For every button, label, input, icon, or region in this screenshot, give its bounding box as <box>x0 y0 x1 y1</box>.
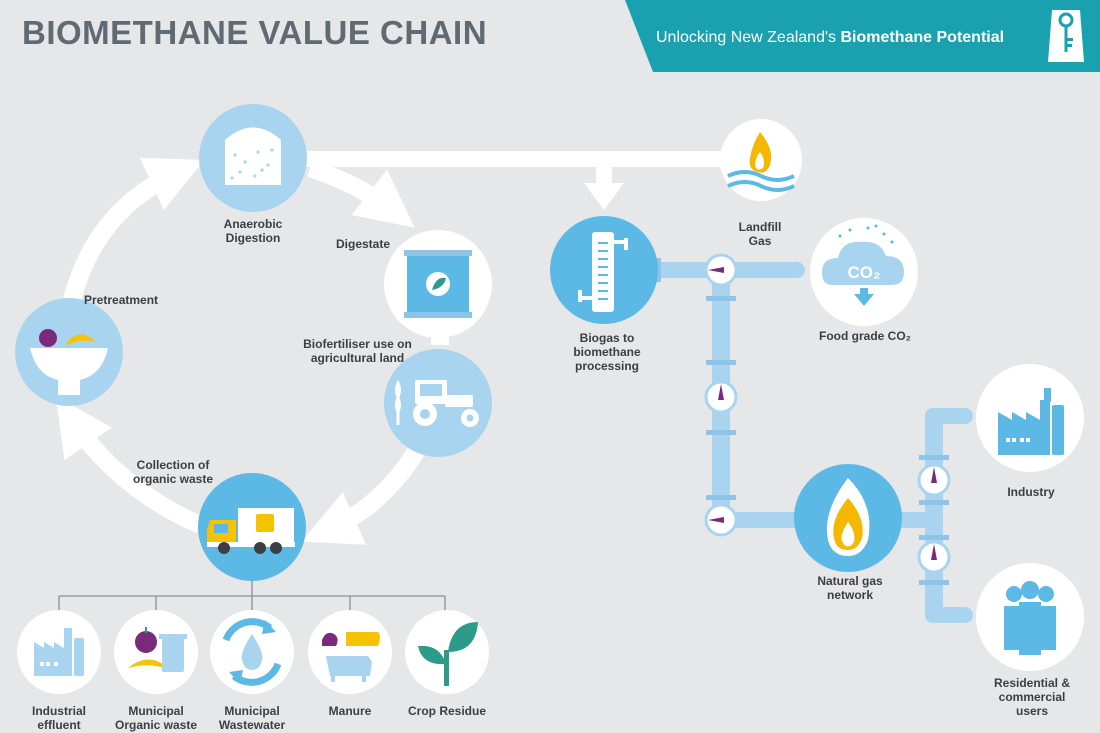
industry-node <box>976 364 1084 472</box>
natural-gas-node <box>794 464 902 572</box>
source-bracket <box>58 580 446 612</box>
anaerobic-digestion-node <box>199 104 307 212</box>
factory-icon <box>34 628 84 676</box>
digester-tank-icon <box>225 127 281 185</box>
biofertiliser-label: Biofertiliser use on agricultural land <box>303 337 412 365</box>
cycle-arrows <box>55 157 449 545</box>
biofertiliser-node <box>384 349 492 457</box>
arrow-to-digestion <box>63 157 205 303</box>
pretreatment-node <box>15 298 123 406</box>
banner-text: Unlocking New Zealand's Biomethane Poten… <box>656 29 1004 47</box>
source-label: Municipal Organic waste <box>114 704 198 732</box>
biogas-processing-node <box>550 216 658 324</box>
anaerobic-digestion-label: Anaerobic Digestion <box>223 217 283 245</box>
biogas-processing-label: Biogas to biomethane processing <box>573 331 641 373</box>
wastewater-icon <box>222 618 282 686</box>
landfill-flame-icon <box>727 132 795 192</box>
digestate-node <box>384 230 492 338</box>
livestock-icon <box>322 632 380 682</box>
pressure-gauge-icon <box>917 463 951 497</box>
funnel-icon <box>30 329 108 395</box>
food-co2-label: Food grade CO₂ <box>819 329 911 343</box>
digestate-label: Digestate <box>335 237 391 251</box>
source-label: Manure <box>328 704 372 718</box>
biogas-feed-line <box>300 151 730 210</box>
natural-gas-label: Natural gas network <box>817 574 883 602</box>
residential-label: Residential & commercial users <box>993 676 1071 718</box>
co2-cloud-icon <box>822 224 904 306</box>
arrow-to-pretreatment <box>55 396 204 534</box>
source-municipal-organic-node <box>114 610 198 694</box>
page-title: BIOMETHANE VALUE CHAIN <box>22 14 488 51</box>
banner-bold: Biomethane Potential <box>840 29 1005 46</box>
factory-icon <box>998 388 1064 455</box>
garbage-truck-icon <box>207 508 295 554</box>
food-co2-node: CO₂ <box>810 218 918 326</box>
industry-label: Industry <box>1007 485 1055 499</box>
tractor-icon <box>395 380 479 427</box>
gas-flame-icon <box>826 478 870 556</box>
source-label: Municipal Wastewater <box>218 704 286 732</box>
source-manure-node <box>308 610 392 694</box>
processing-column-icon <box>578 232 628 312</box>
collection-label: Collection of organic waste <box>132 458 214 486</box>
collection-node <box>198 473 306 581</box>
source-industrial-node <box>17 610 101 694</box>
banner-prefix: Unlocking New Zealand's <box>656 29 837 46</box>
keyhole-key-icon <box>1048 10 1084 62</box>
people-group-icon <box>1004 581 1056 655</box>
pretreatment-label: Pretreatment <box>84 293 159 307</box>
landfill-gas-label: Landfill Gas <box>738 220 782 248</box>
fertiliser-bag-icon <box>404 250 472 318</box>
source-label: Industrial effluent <box>31 704 86 732</box>
residential-node <box>976 563 1084 671</box>
landfill-gas-node <box>720 119 802 201</box>
header-banner <box>625 0 1100 72</box>
arrow-to-collection <box>301 440 428 545</box>
arrow-to-digestate <box>307 159 415 228</box>
source-crop-node <box>405 610 489 694</box>
pressure-gauge-icon <box>704 503 738 537</box>
pressure-gauge-icon <box>704 380 738 414</box>
source-label: Crop Residue <box>407 704 486 718</box>
organic-waste-icon <box>128 627 187 672</box>
pressure-gauge-icon <box>917 540 951 574</box>
pressure-gauge-icon <box>704 253 738 287</box>
seedling-icon <box>418 622 478 686</box>
co2-icon-text: CO₂ <box>847 263 880 282</box>
source-wastewater-node <box>210 610 294 694</box>
